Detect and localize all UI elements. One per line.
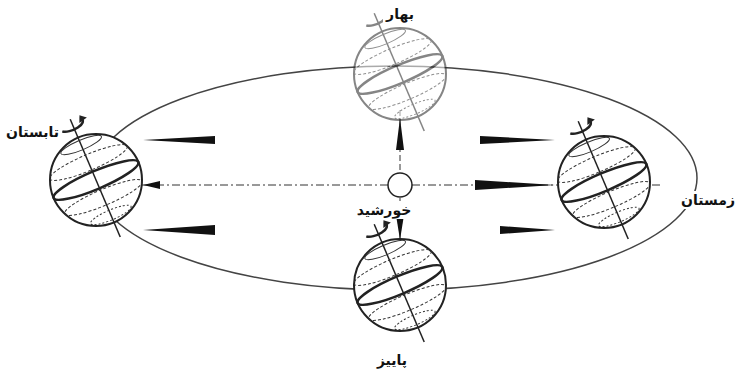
season-label: تابستان [3,123,62,141]
season-label: بهار [383,5,417,23]
season-label: زمستان [678,191,738,209]
season-label: پاییز [374,351,410,369]
sun-label: خورشید [354,201,415,219]
